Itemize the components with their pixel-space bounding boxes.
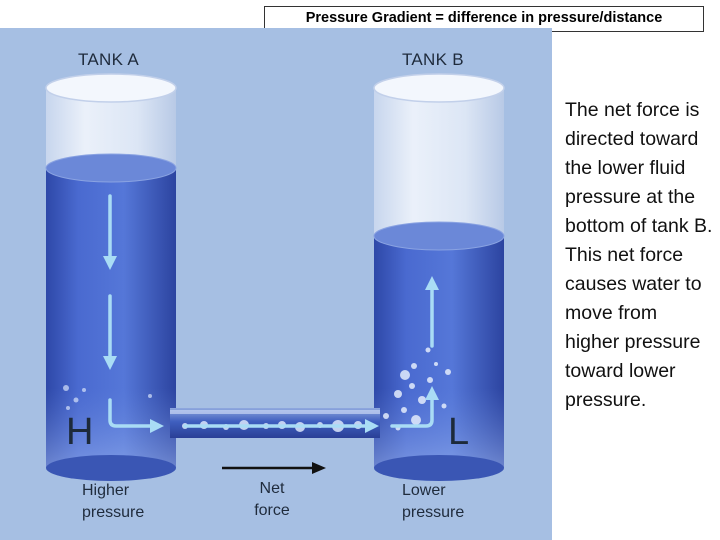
tanks-illustration bbox=[45, 73, 505, 481]
higher-pressure-caption-line2: pressure bbox=[82, 504, 145, 521]
higher-pressure-caption-line1: Higher bbox=[82, 482, 130, 499]
higher-pressure-caption: Higher pressure bbox=[82, 480, 144, 524]
net-force-caption-line2: force bbox=[254, 502, 290, 519]
explanation-text: The net force is directed toward the low… bbox=[565, 99, 713, 411]
net-force-arrow bbox=[222, 462, 326, 474]
low-pressure-letter: L bbox=[448, 411, 470, 453]
lower-pressure-caption: Lower pressure bbox=[402, 480, 464, 524]
turn-arrow-a bbox=[108, 398, 152, 428]
lower-pressure-caption-line1: Lower bbox=[402, 482, 446, 499]
arrow-heads bbox=[103, 256, 439, 433]
net-force-caption-line1: Net bbox=[259, 480, 285, 497]
tank-b bbox=[373, 73, 505, 481]
tank-b-bubbles bbox=[383, 347, 451, 431]
lower-pressure-caption-line2: pressure bbox=[402, 504, 465, 521]
tank-b-label: TANK B bbox=[402, 50, 464, 69]
net-force-caption: Net force bbox=[250, 478, 294, 522]
turn-arrow-b bbox=[390, 398, 434, 428]
slide-title: Pressure Gradient = difference in pressu… bbox=[264, 6, 704, 32]
flow-arrows bbox=[108, 194, 434, 428]
tank-a-label: TANK A bbox=[78, 50, 140, 69]
high-pressure-letter: H bbox=[66, 411, 94, 453]
pressure-gradient-diagram: TANK A TANK B H L Higher pressure Net fo… bbox=[0, 28, 552, 540]
tank-a-bubbles bbox=[63, 385, 152, 410]
